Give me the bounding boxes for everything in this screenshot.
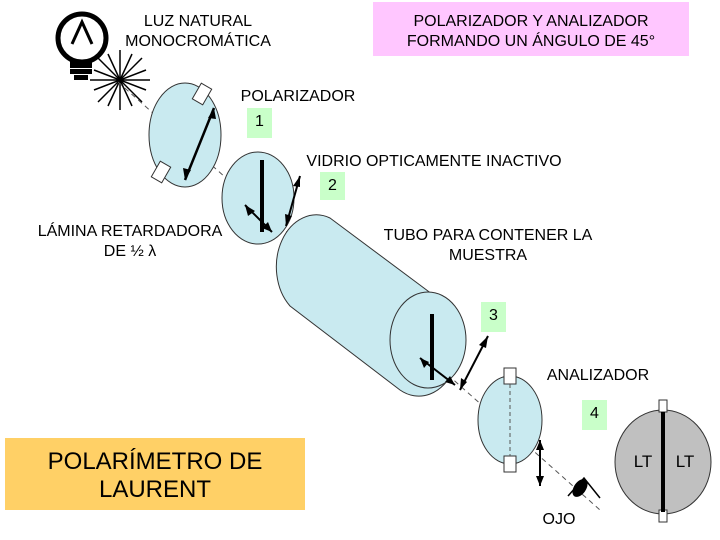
half-wave-arrow	[244, 204, 273, 233]
glass-plate	[221, 151, 301, 245]
number-1: 1	[247, 108, 272, 138]
title-box	[5, 438, 305, 510]
split-field-disc	[614, 399, 712, 523]
diagram-title: POLARÍMETRO DE LAURENT	[47, 448, 263, 503]
label-natural-light: LUZ NATURAL MONOCROMÁTICA	[125, 13, 271, 50]
polarizer	[148, 82, 222, 188]
label-polarizer-analyzer: POLARIZADOR Y ANALIZADOR FORMANDO UN ÁNG…	[406, 13, 656, 50]
pink-label-box	[373, 2, 689, 56]
label-half-wave: LÁMINA RETARDADORA DE ½ λ	[37, 223, 223, 260]
number-2: 2	[320, 172, 345, 200]
label-lt-right: LT	[675, 452, 695, 471]
eye-icon	[567, 476, 601, 499]
label-polarizer: POLARIZADOR	[240, 88, 356, 105]
sample-tube	[275, 214, 489, 397]
natural-light-rays	[90, 50, 150, 110]
label-eye: OJO	[542, 511, 576, 528]
number-4: 4	[582, 400, 607, 430]
label-lt-left: LT	[633, 452, 653, 471]
label-analyzer: ANALIZADOR	[546, 367, 650, 384]
label-tube: TUBO PARA CONTENER LA MUESTRA	[383, 227, 593, 264]
light-bulb-icon	[55, 11, 109, 80]
label-glass: VIDRIO OPTICAMENTE INACTIVO	[306, 153, 562, 170]
analyzer	[477, 367, 544, 486]
number-3: 3	[481, 302, 506, 332]
